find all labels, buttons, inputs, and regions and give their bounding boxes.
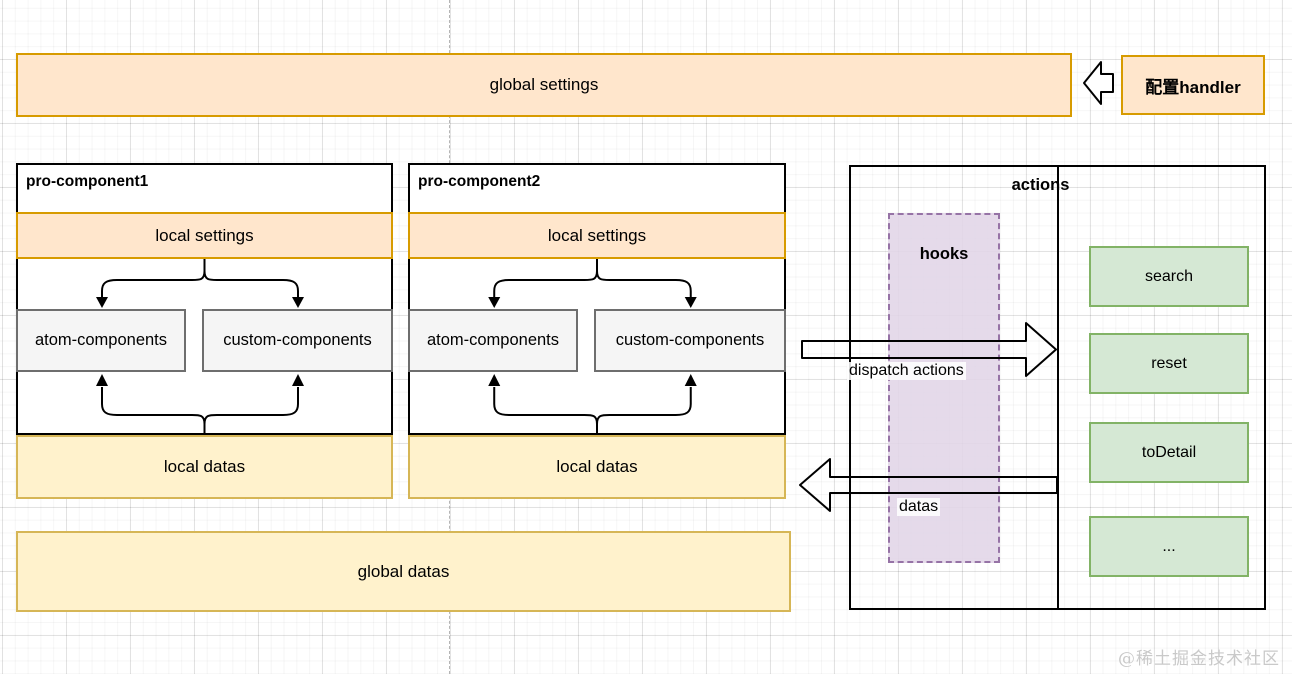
dispatch-actions-label: dispatch actions <box>847 362 966 380</box>
pro-component1-group: pro-component1 local settings atom-compo… <box>16 163 393 499</box>
actions-panel: actions hooks search reset toDetail ... <box>849 165 1266 610</box>
action-item-label: search <box>1144 267 1194 285</box>
global-settings-label: global settings <box>489 75 599 94</box>
action-item-label: toDetail <box>1141 443 1197 461</box>
watermark: @稀土掘金技术社区 <box>1118 649 1280 669</box>
local-settings-bar: local settings <box>408 212 786 259</box>
custom-components-label: custom-components <box>615 331 765 349</box>
pro-component1-outline <box>16 163 393 435</box>
global-settings-bar: global settings <box>16 53 1072 117</box>
pro-component2-group: pro-component2 local settings atom-compo… <box>408 163 786 499</box>
local-datas-bar: local datas <box>16 435 393 499</box>
local-datas-bar: local datas <box>408 435 786 499</box>
config-handler-box: 配置handler <box>1121 55 1265 115</box>
action-item-reset: reset <box>1089 333 1249 394</box>
atom-components-label: atom-components <box>34 331 168 349</box>
action-item-more: ... <box>1089 516 1249 577</box>
action-item-todetail: toDetail <box>1089 422 1249 483</box>
action-item-search: search <box>1089 246 1249 307</box>
handler-left-arrow-icon <box>1083 61 1114 105</box>
local-datas-label: local datas <box>556 457 638 476</box>
atom-components-box: atom-components <box>16 309 186 372</box>
action-item-label: ... <box>1162 537 1176 555</box>
datas-label: datas <box>897 498 941 516</box>
pro-component2-outline <box>408 163 786 435</box>
actions-divider-line <box>1057 165 1059 610</box>
pro-component1-title: pro-component1 <box>26 173 149 190</box>
custom-components-box: custom-components <box>202 309 393 372</box>
global-datas-label: global datas <box>357 561 450 581</box>
actions-title: actions <box>1011 176 1070 194</box>
local-settings-label: local settings <box>155 225 254 245</box>
pro-component2-title: pro-component2 <box>418 173 541 190</box>
local-settings-bar: local settings <box>16 212 393 259</box>
custom-components-label: custom-components <box>223 331 372 349</box>
action-item-label: reset <box>1151 354 1187 372</box>
custom-components-box: custom-components <box>594 309 786 372</box>
local-settings-label: local settings <box>547 225 647 245</box>
config-handler-label: 配置handler <box>1145 77 1241 97</box>
atom-components-box: atom-components <box>408 309 578 372</box>
global-datas-bar: global datas <box>16 531 791 612</box>
local-datas-label: local datas <box>163 457 246 476</box>
hooks-label: hooks <box>919 245 969 263</box>
atom-components-label: atom-components <box>426 331 560 349</box>
